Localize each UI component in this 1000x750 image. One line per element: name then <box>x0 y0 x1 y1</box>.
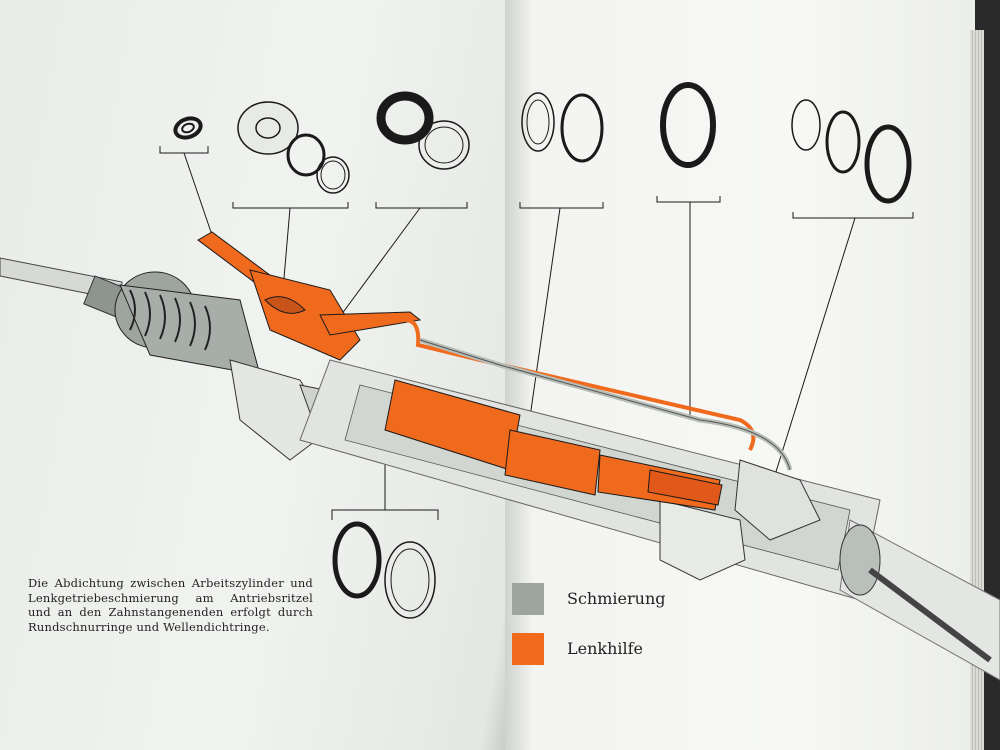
seal-ring-group-2 <box>237 101 350 194</box>
caption-text: Die Abdichtung zwischen Arbeitszylinder … <box>28 576 313 634</box>
seal-ring-group-4 <box>521 92 604 163</box>
power-assist-parts <box>197 231 723 511</box>
seal-ring-group-3 <box>376 91 470 170</box>
seal-ring-group-6 <box>791 99 912 204</box>
seal-ring-group-5 <box>660 82 716 168</box>
right-mount <box>659 459 821 581</box>
legend-label: Schmierung <box>567 589 666 608</box>
legend-swatch-orange <box>512 633 544 665</box>
legend-swatch-grey <box>512 583 544 615</box>
legend-item-lenkhilfe: Lenkhilfe <box>512 633 682 667</box>
leader-lines <box>159 146 914 520</box>
right-page <box>505 0 975 750</box>
legend-item-schmierung: Schmierung <box>512 583 682 617</box>
seal-ring-group-7 <box>332 521 436 619</box>
hydraulic-lines <box>404 318 793 471</box>
seal-ring-group-1 <box>173 116 203 140</box>
legend-label: Lenkhilfe <box>567 639 644 658</box>
page-edges <box>970 30 984 750</box>
